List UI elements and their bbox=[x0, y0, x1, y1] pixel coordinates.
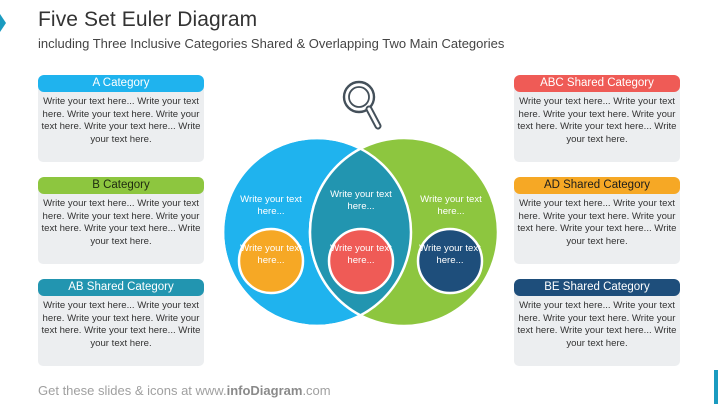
footer-suffix: .com bbox=[302, 383, 331, 398]
card-body bbox=[514, 288, 680, 366]
circle-b-label: Write your text here... bbox=[420, 194, 482, 218]
euler-diagram-graphic bbox=[224, 80, 500, 328]
card-body bbox=[38, 186, 204, 264]
card-text: Write your text here... Write your text … bbox=[41, 198, 201, 247]
card-ab-shared-category: AB Shared Category Write your text here.… bbox=[38, 279, 204, 366]
small-circle-ab bbox=[327, 227, 395, 295]
card-header-be-shared-category: BE Shared Category bbox=[514, 279, 680, 296]
title-accent-marker bbox=[0, 14, 6, 32]
overlap-label: Write your text here... bbox=[330, 189, 392, 213]
card-abc-shared-category: ABC Shared Category Write your text here… bbox=[514, 75, 680, 162]
card-text: Write your text here... Write your text … bbox=[517, 198, 677, 247]
page-title: Five Set Euler Diagram bbox=[38, 8, 258, 31]
card-body bbox=[38, 288, 204, 366]
card-b-category: B Category Write your text here... Write… bbox=[38, 177, 204, 264]
small-circle-b-label: Write your text here... bbox=[419, 243, 481, 267]
small-circle-a-label: Write your text here... bbox=[240, 243, 302, 267]
card-a-category: A Category Write your text here... Write… bbox=[38, 75, 204, 162]
card-ad-shared-category: AD Shared Category Write your text here.… bbox=[514, 177, 680, 264]
card-body bbox=[514, 186, 680, 264]
card-text: Write your text here... Write your text … bbox=[41, 96, 201, 145]
circle-a-label: Write your text here... bbox=[240, 194, 302, 218]
corner-accent-bar bbox=[714, 370, 718, 404]
card-body bbox=[38, 84, 204, 162]
card-header-a-category: A Category bbox=[38, 75, 204, 92]
footer-brand: infoDiagram bbox=[226, 383, 303, 398]
card-text: Write your text here... Write your text … bbox=[41, 300, 201, 349]
footer-credit: Get these slides & icons at www.infoDiag… bbox=[38, 383, 331, 398]
card-header-b-category: B Category bbox=[38, 177, 204, 194]
small-circle-b bbox=[416, 227, 484, 295]
card-text: Write your text here... Write your text … bbox=[517, 300, 677, 349]
footer-prefix: Get these slides & icons at www. bbox=[38, 383, 227, 398]
card-header-abc-shared-category: ABC Shared Category bbox=[514, 75, 680, 92]
page-subtitle: including Three Inclusive Categories Sha… bbox=[38, 36, 505, 51]
small-circle-a bbox=[237, 227, 305, 295]
card-text: Write your text here... Write your text … bbox=[517, 96, 677, 145]
magnifier-icon bbox=[342, 80, 382, 130]
card-header-ad-shared-category: AD Shared Category bbox=[514, 177, 680, 194]
euler-diagram: Write your text here... Write your text … bbox=[224, 72, 500, 334]
small-circle-ab-label: Write your text here... bbox=[330, 243, 392, 267]
card-be-shared-category: BE Shared Category Write your text here.… bbox=[514, 279, 680, 366]
card-body bbox=[514, 84, 680, 162]
card-header-ab-shared-category: AB Shared Category bbox=[38, 279, 204, 296]
